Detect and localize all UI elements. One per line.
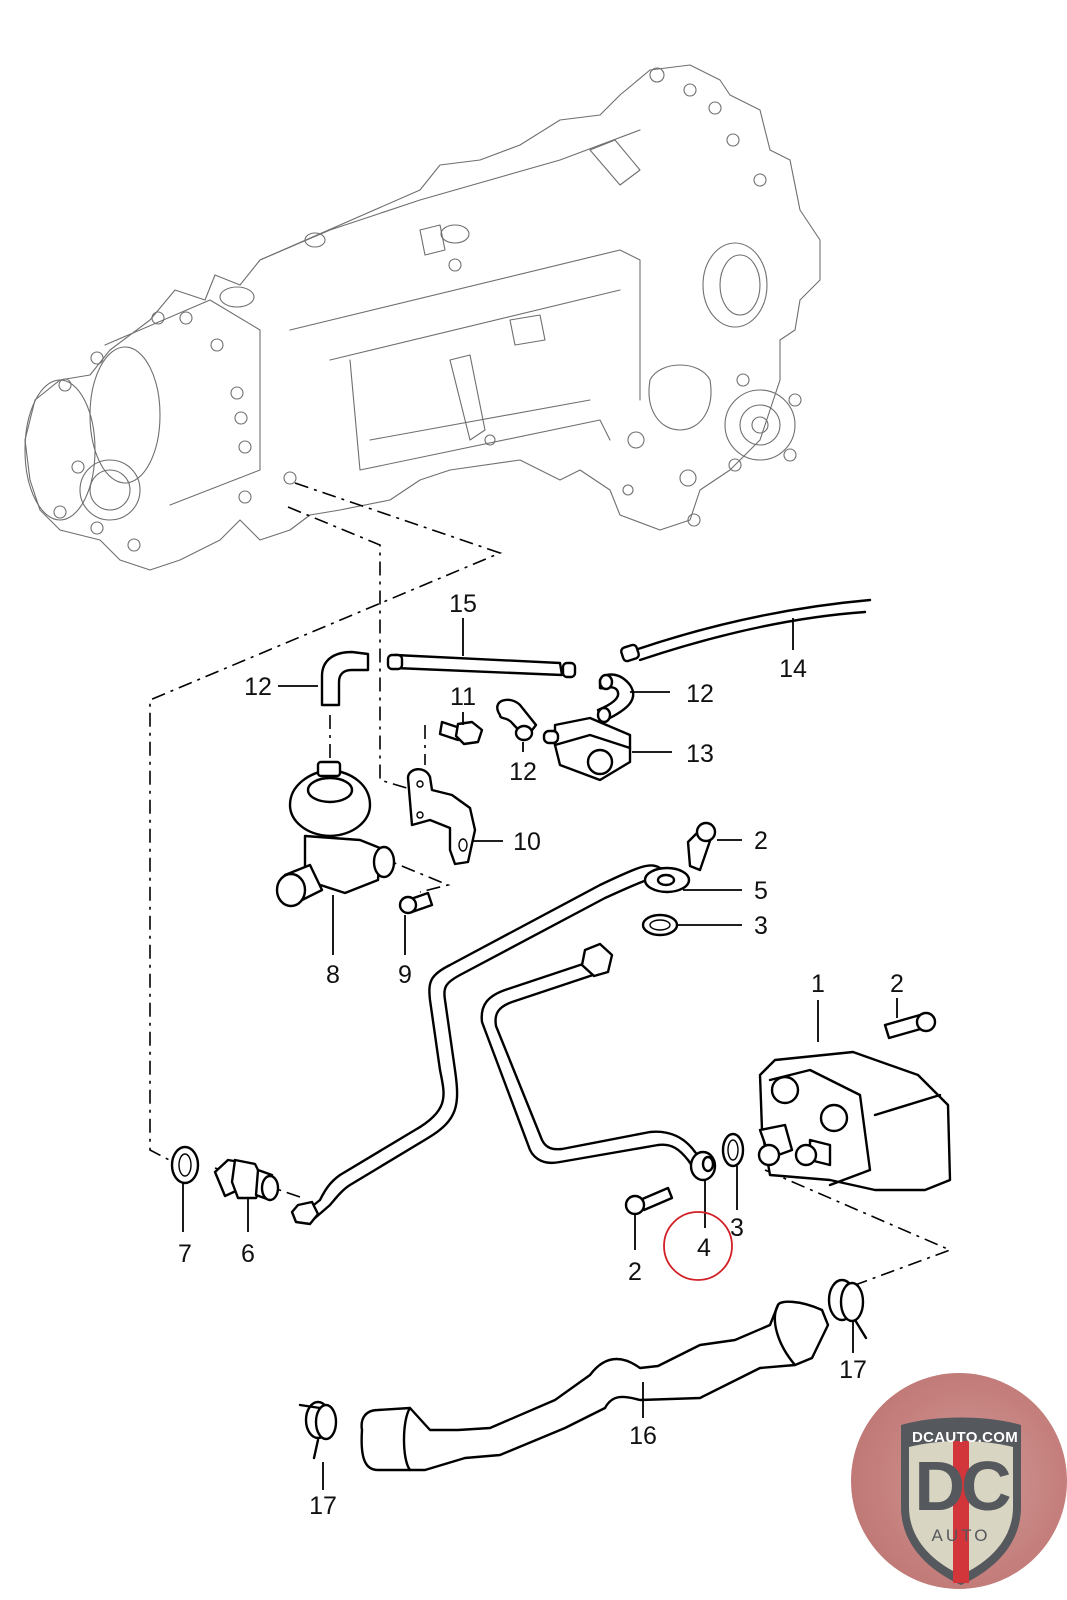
callout-13: 13 <box>686 740 714 768</box>
part-5-oil-line <box>290 864 691 1226</box>
callout-8: 8 <box>326 961 340 989</box>
highlight-circle <box>663 1211 733 1281</box>
callout-11: 11 <box>450 683 476 711</box>
callout-3: 3 <box>730 1214 744 1242</box>
callout-15: 15 <box>449 590 477 618</box>
part-12-hoses <box>320 650 635 742</box>
part-2-bolts <box>624 821 937 1216</box>
callout-17: 17 <box>309 1492 337 1520</box>
logo-monogram: DC <box>914 1447 1011 1525</box>
callout-17: 17 <box>839 1356 867 1384</box>
part-3-seal-rings <box>641 913 745 1168</box>
callout-2: 2 <box>890 970 904 998</box>
part-13-solenoid-valve <box>542 716 632 782</box>
assembly-lines <box>149 482 953 1286</box>
part-6-union-fitting <box>213 1158 280 1202</box>
leader-lines <box>182 618 898 1490</box>
callout-12: 12 <box>686 680 714 708</box>
part-9-bolt <box>398 891 434 915</box>
part-17-clamps <box>298 1278 868 1460</box>
logo-subtitle: AUTO <box>931 1526 991 1545</box>
part-8-valve <box>275 760 396 908</box>
callout-5: 5 <box>754 877 768 905</box>
callout-10: 10 <box>513 828 541 856</box>
callout-14: 14 <box>779 655 807 683</box>
part-15-hose <box>386 653 577 679</box>
logo-site-text: DCAUTO.COM <box>911 1429 1019 1446</box>
transmission-housing <box>24 64 821 571</box>
callout-2: 2 <box>628 1258 642 1286</box>
callout-9: 9 <box>398 961 412 989</box>
dcauto-watermark-logo: DCAUTO.COM DC AUTO <box>851 1373 1067 1600</box>
callout-6: 6 <box>241 1240 255 1268</box>
callout-3: 3 <box>754 912 768 940</box>
callout-4: 4 <box>697 1234 711 1262</box>
shield-icon <box>901 1417 1021 1585</box>
part-1-oil-cooler <box>757 1050 952 1192</box>
callout-12: 12 <box>244 673 272 701</box>
callout-1: 1 <box>811 970 825 998</box>
part-16-coolant-hose <box>360 1300 830 1472</box>
part-10-bracket <box>406 768 477 866</box>
callout-7: 7 <box>178 1240 192 1268</box>
callout-16: 16 <box>629 1422 657 1450</box>
part-4-oil-line <box>480 942 717 1182</box>
part-11-bolt <box>438 720 484 746</box>
part-14-hose <box>620 598 872 663</box>
callout-labels: 15 14 12 11 12 12 13 10 2 5 3 8 9 1 2 7 … <box>178 590 904 1520</box>
callout-2: 2 <box>754 827 768 855</box>
part-7-seal-ring <box>170 1145 200 1185</box>
callout-12: 12 <box>509 758 537 786</box>
